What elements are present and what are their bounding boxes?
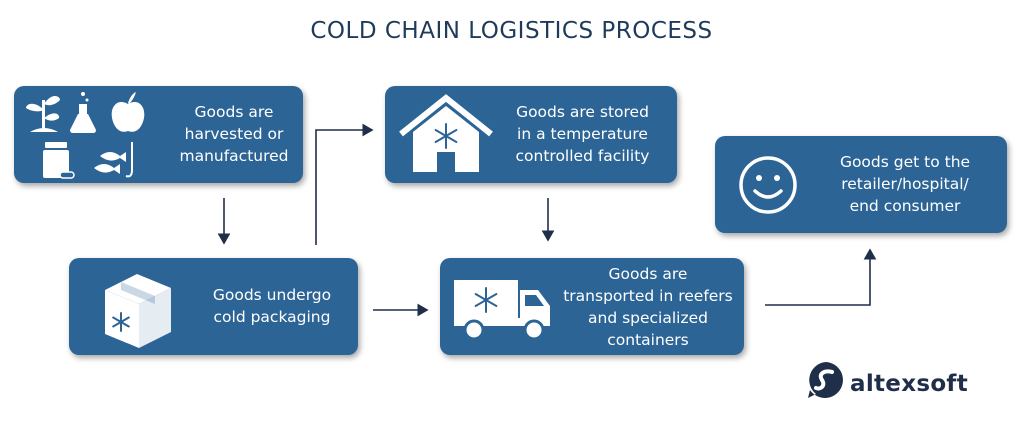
step-label: Goods get to the retailer/hospital/ end … <box>839 153 971 215</box>
pill-bottle-icon <box>43 142 75 179</box>
altexsoft-logo-icon <box>808 362 843 398</box>
step-stored: Goods are stored in a temperature contro… <box>385 86 677 183</box>
step-label: Goods are stored in a temperature contro… <box>515 103 650 165</box>
fish-hook-icon <box>94 142 133 178</box>
warehouse-snowflake-icon <box>399 94 493 172</box>
harvest-icons <box>26 92 145 179</box>
step-transported: Goods are transported in reefers and spe… <box>440 258 744 355</box>
flask-icon <box>70 92 96 133</box>
diagram-title: COLD CHAIN LOGISTICS PROCESS <box>310 18 713 44</box>
plant-icon <box>26 96 60 132</box>
truck-snowflake-icon <box>454 280 550 341</box>
arrow-packaging-to-storage <box>315 123 374 245</box>
apple-icon <box>111 92 145 132</box>
step-label: Goods are harvested or manufactured <box>179 103 289 165</box>
step-harvested: Goods are harvested or manufactured <box>14 86 303 183</box>
altexsoft-logo-text: altexsoft <box>850 371 969 397</box>
arrow-transport-to-consumer <box>765 248 877 306</box>
box-snowflake-icon <box>105 274 171 348</box>
step-label: Goods are transported in reefers and spe… <box>563 265 733 349</box>
smiley-icon <box>739 156 797 214</box>
step-packaging: Goods undergo cold packaging <box>69 258 358 355</box>
step-label: Goods undergo cold packaging <box>212 286 332 326</box>
step-consumer: Goods get to the retailer/hospital/ end … <box>715 136 1007 233</box>
